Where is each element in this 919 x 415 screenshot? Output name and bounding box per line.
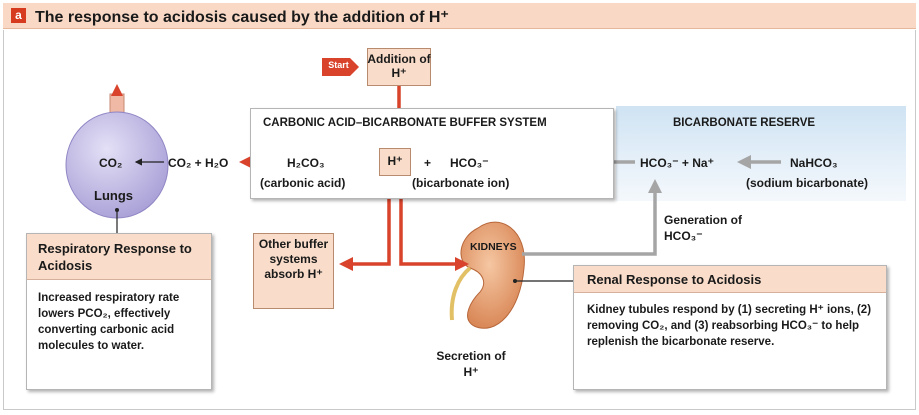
lungs-label: Lungs [94,188,133,203]
renal-response-body: Kidney tubules respond by (1) secreting … [587,304,872,348]
connector-respiratory-to-lungs [115,208,119,233]
bicarbonate-sodium-ions: HCO₃⁻ + Na⁺ [640,156,714,170]
plus-sign: + [424,156,432,170]
co2-water: CO₂ + H₂O [168,156,229,170]
carbonic-acid-formula: H₂CO₃ [287,156,325,170]
respiratory-response-header [27,234,211,280]
addition-box [367,48,431,86]
secretion-label: Secretion of H⁺ [436,349,506,379]
respiratory-response-title: Respiratory Response to Acidosis [38,241,192,273]
start-badge-shape [322,58,359,76]
start-badge-label: Start [328,60,349,70]
hplus-label: H⁺ [387,154,403,168]
bicarbonate-ion-name: (bicarbonate ion) [412,176,510,190]
panel-letter: a [11,8,26,23]
buffer-system-box [250,108,614,199]
hplus-box [379,148,411,176]
arrow-kidneys-to-reserve [522,179,662,256]
sodium-bicarbonate-name: (sodium bicarbonate) [746,176,869,190]
lungs-co2: CO₂ [99,156,123,170]
arrow-hplus-to-other-buffers [339,176,391,271]
renal-response-header [574,266,886,293]
generation-label: Generation of HCO₃⁻ [664,213,743,243]
renal-response-title: Renal Response to Acidosis [587,272,762,287]
carbonic-acid-name: (carbonic acid) [260,176,346,190]
arrow-hplus-to-kidneys [399,176,469,271]
bicarbonate-reserve-title: BICARBONATE RESERVE [673,117,816,129]
kidneys-label: KIDNEYS [470,241,517,253]
sodium-bicarbonate-formula: NaHCO₃ [790,156,838,170]
other-buffers-box [253,233,334,309]
title-bar: a The response to acidosis caused by the… [3,3,916,29]
lungs-graphic [65,84,169,219]
bicarbonate-ion-formula: HCO₃⁻ [450,156,489,170]
bicarbonate-reserve-panel [616,106,906,201]
other-buffers-label: Other buffer systems absorb H⁺ [258,237,329,281]
buffer-system-title: CARBONIC ACID–BICARBONATE BUFFER SYSTEM [263,117,547,129]
connector-renal-to-kidney [513,279,573,283]
respiratory-response-body: Increased respiratory rate lowers PCO₂, … [38,292,180,352]
addition-label: Addition of H⁺ [367,52,431,80]
kidney-graphic [449,221,525,329]
figure-frame [3,30,916,410]
figure-title: The response to acidosis caused by the a… [35,9,449,26]
